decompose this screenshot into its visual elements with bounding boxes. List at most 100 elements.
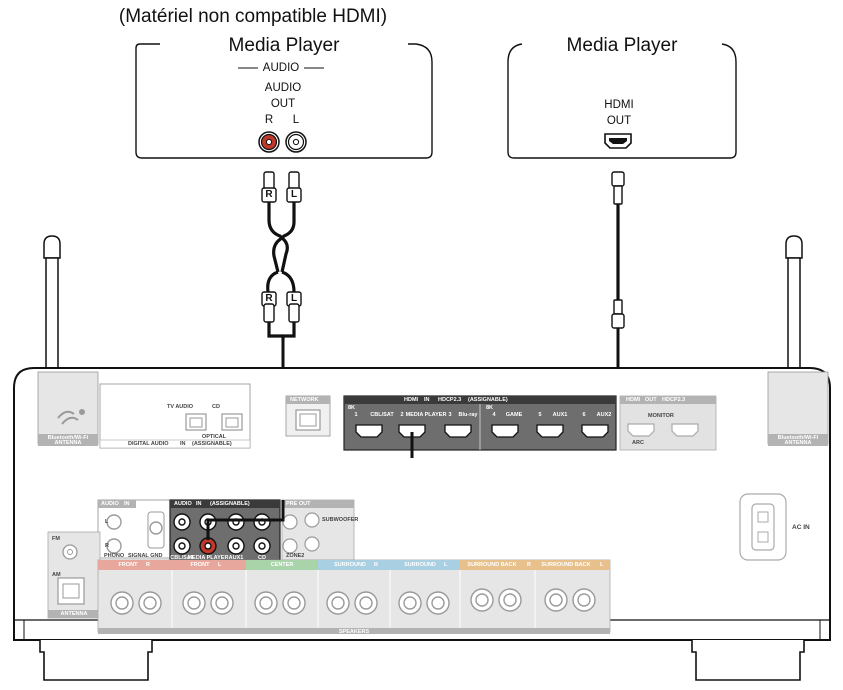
plug-l-bottom: L [290, 293, 298, 304]
rca-cable [206, 171, 302, 548]
hdmi-in-ports [355, 424, 609, 438]
left-media-player-box [135, 43, 433, 159]
hdmi-in-1-label: CBL/SAT [370, 412, 394, 418]
hdmi-arc-label: ARC [632, 440, 644, 446]
front-l-tag: L [218, 562, 222, 568]
left-antenna-label-2: ANTENNA [54, 440, 82, 446]
audio-r-label: R [105, 543, 109, 549]
hdmi-in-3-label: Blu-ray [458, 412, 478, 418]
surround-r-tag: R [374, 562, 378, 568]
plug-r-top: R [265, 189, 273, 200]
left-antenna-label-bar [38, 434, 98, 446]
pre-out-panel [281, 499, 355, 561]
speaker-terminal-block [97, 559, 611, 634]
hdmi-8k-tag: 8K [348, 405, 356, 411]
hdmi-out-title: HDMI [626, 397, 641, 403]
digital-in-tag: IN [180, 441, 186, 447]
zone2-label: ZONE2 [286, 553, 305, 559]
right-antenna-base [767, 371, 829, 445]
hdmi-in-panel [343, 395, 617, 451]
rca-cable-terminal [206, 500, 285, 540]
surround-l-tag: L [444, 562, 448, 568]
rca-out-jack-r [258, 131, 280, 153]
right-device-name: Media Player [566, 35, 678, 56]
hdmi-out-tag: OUT [645, 397, 657, 403]
ac-in-socket [739, 493, 787, 561]
front-r-tag: R [146, 562, 150, 568]
right-media-player-box [507, 43, 737, 159]
surround-l-label: SURROUND [404, 562, 436, 568]
right-antenna-label-1: Bluetooth/Wi-Fi [777, 435, 819, 441]
speakers-label: SPEAKERS [338, 629, 370, 635]
hdmi-num-5: 5 [538, 412, 542, 418]
hdmi-num-3: 3 [448, 412, 452, 418]
hdmi-assignable: (ASSIGNABLE) [468, 397, 508, 403]
analog-audio-panel [97, 499, 281, 561]
subwoofer-label: SUBWOOFER [322, 517, 359, 523]
plug-l-top: L [290, 189, 298, 200]
front-r-label: FRONT [118, 562, 138, 568]
hdmi-monitor-label: MONITOR [648, 413, 674, 419]
fm-am-antenna-label: ANTENNA [60, 611, 88, 617]
hdmi-out-label: OUT [606, 115, 632, 127]
digital-assignable: (ASSIGNABLE) [192, 441, 232, 447]
optical-label: OPTICAL [201, 434, 227, 440]
rca-out-jack-l [285, 131, 307, 153]
hdmi-in-6-label: AUX2 [596, 412, 612, 418]
hdmi-num-4: 4 [492, 412, 496, 418]
out-label: OUT [270, 98, 296, 110]
audio-l-label: L [105, 519, 109, 525]
compatibility-note: (Matériel non compatible HDMI) [118, 6, 388, 27]
surround-back-l-tag: L [600, 562, 604, 568]
audio-assign-4: CD [258, 555, 266, 561]
hdmi-in-5-label: AUX1 [552, 412, 568, 418]
pre-out-label: PRE OUT [286, 501, 311, 507]
fm-am-panel [47, 531, 101, 619]
hdmi-8k-tag-2: 8K [486, 405, 494, 411]
audio-in-jacks [173, 513, 271, 555]
am-label: AM [52, 572, 61, 578]
hdmi-hdcp: HDCP2.3 [438, 397, 462, 403]
phono-label: PHONO [104, 553, 125, 559]
audio-in-tag-1: IN [124, 501, 130, 507]
audio-in-label-1: AUDIO [101, 501, 119, 507]
right-wifi-antenna [779, 235, 809, 387]
plug-r-bottom: R [265, 293, 273, 304]
left-device-name: Media Player [228, 35, 340, 56]
audio-assign-2: MEDIA PLAYER [187, 555, 229, 561]
ac-in-label: AC IN [792, 524, 810, 531]
surround-back-r-label: SURROUND BACK [467, 562, 517, 568]
surround-r-label: SURROUND [334, 562, 366, 568]
audio-in-tag-2: IN [196, 501, 202, 507]
hdmi-in-2-label: MEDIA PLAYER [405, 412, 447, 418]
hdmi-out-hdcp: HDCP2.3 [662, 397, 686, 403]
center-label: CENTER [270, 562, 294, 568]
audio-section-label: AUDIO [262, 62, 300, 74]
l-channel-label: L [292, 114, 300, 126]
hdmi-in-tag: IN [424, 397, 430, 403]
r-channel-label: R [264, 114, 274, 126]
audio-in-assignable: (ASSIGNABLE) [210, 501, 250, 507]
audio-label: AUDIO [264, 82, 302, 94]
surround-back-r-tag: R [527, 562, 531, 568]
hdmi-out-panel [619, 395, 717, 451]
hdmi-label: HDMI [604, 99, 634, 111]
audio-assign-1: CBL/SAT [170, 555, 194, 561]
hdmi-num-2: 2 [400, 412, 404, 418]
hdmi-out-port [604, 133, 632, 149]
fm-label: FM [52, 536, 60, 542]
signal-gnd-label: SIGNAL GND [128, 553, 163, 559]
bluetooth-icon [57, 409, 85, 425]
hdmi-num-1: 1 [354, 412, 358, 418]
digital-audio-panel [99, 383, 251, 449]
left-wifi-antenna [37, 235, 67, 387]
left-antenna-label-1: Bluetooth/Wi-Fi [47, 435, 89, 441]
right-antenna-label-2: ANTENNA [784, 440, 812, 446]
network-port [285, 395, 331, 437]
audio-assign-3: AUX1 [228, 555, 244, 561]
network-label: NETWORK [290, 397, 319, 403]
digital-audio-label: DIGITAL AUDIO [128, 441, 169, 447]
speaker-terminals [110, 588, 596, 615]
